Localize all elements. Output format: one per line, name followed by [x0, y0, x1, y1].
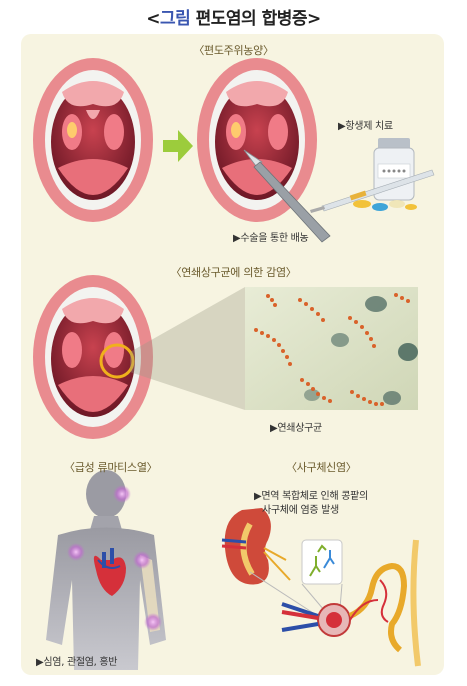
label-nephritis-line2: 사구체에 염증 발생	[262, 505, 339, 516]
section-title-abscess: 〈편도주위농양〉	[193, 44, 274, 57]
syringe-icon	[310, 169, 435, 213]
label-nephritis-line1: ▶면역 복합체로 인해 콩팥의	[254, 491, 368, 502]
section-title-rheumatic: 〈급성 류마티스열〉	[64, 461, 158, 474]
section-title-nephritis: 〈사구체신염〉	[286, 461, 357, 474]
label-symptoms: ▶심염, 관절염, 홍반	[36, 657, 118, 668]
scalpel-icon	[243, 149, 331, 243]
pills-icon	[353, 200, 417, 211]
heart-icon	[93, 548, 126, 596]
inflammation-markers	[67, 485, 162, 631]
zoom-cone	[130, 287, 245, 410]
mouth-illustration-surgery	[197, 58, 317, 222]
label-surgery: ▶수술을 통한 배농	[233, 233, 309, 244]
highlight-circle	[99, 343, 135, 379]
title-bracket-open: <	[146, 9, 160, 29]
title-bracket-close: >	[307, 9, 321, 29]
mouth-illustration-before	[33, 58, 153, 222]
label-nephritis: ▶면역 복합체로 인해 콩팥의 사구체에 염증 발생	[254, 490, 368, 518]
title-text: 편도염의 합병증	[190, 9, 308, 29]
progress-arrow	[163, 130, 193, 162]
nephron-illustration	[281, 539, 421, 667]
label-bacteria: ▶연쇄상구균	[270, 423, 322, 434]
figure-title: <그림 편도염의 합병증>	[0, 4, 467, 29]
antibody-inset	[301, 539, 343, 585]
bacteria-micrograph	[245, 287, 418, 410]
section-title-strep: 〈연쇄상구균에 의한 감염〉	[170, 266, 297, 279]
mouth-illustration-strep	[33, 275, 153, 439]
title-accent: 그림	[159, 9, 191, 29]
label-antibiotics: ▶항생제 치료	[338, 121, 393, 132]
kidney-icon	[221, 508, 291, 585]
